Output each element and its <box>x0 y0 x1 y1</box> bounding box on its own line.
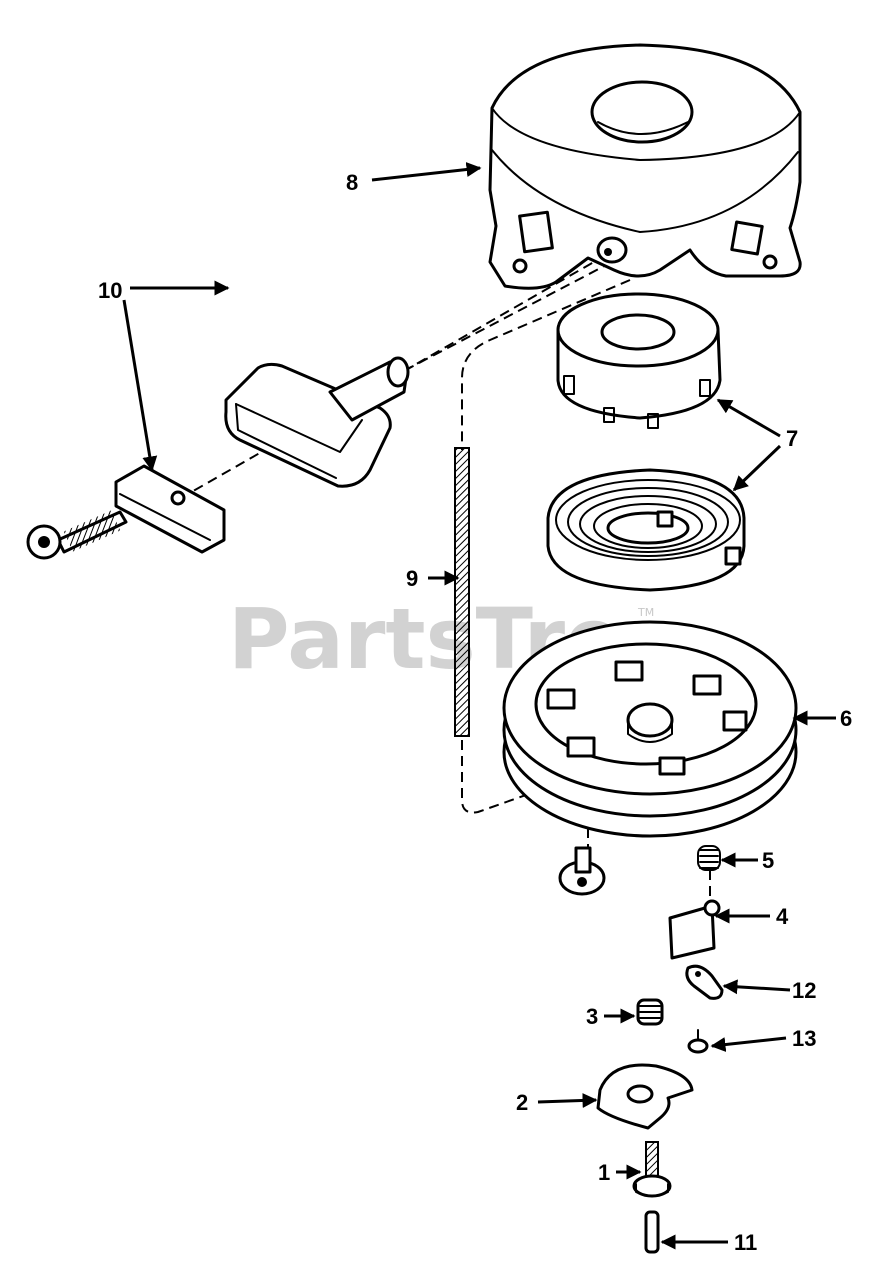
center-screw-part <box>632 1141 672 1198</box>
callout-9: 9 <box>406 566 418 591</box>
starter-housing-part <box>488 43 802 290</box>
callout-1: 1 <box>598 1160 610 1185</box>
spring-cup-part <box>556 292 722 429</box>
pawl-part <box>668 899 721 960</box>
roll-pin-part <box>644 1210 660 1254</box>
handle-screw-part <box>26 510 128 560</box>
callout-12: 12 <box>792 978 816 1003</box>
callout-leaders <box>122 162 836 1250</box>
brake-washer-part <box>596 1063 694 1130</box>
pawl-spring-part <box>697 845 721 871</box>
callout-5: 5 <box>762 848 774 873</box>
watermark-trademark: TM <box>637 606 654 619</box>
small-screw-part <box>687 1029 709 1054</box>
callout-10: 10 <box>98 278 122 303</box>
callout-13: 13 <box>792 1026 816 1051</box>
callout-8: 8 <box>346 170 358 195</box>
callout-3: 3 <box>586 1004 598 1029</box>
brake-spring-part <box>636 998 664 1026</box>
starter-handle-part <box>224 356 410 488</box>
callout-6: 6 <box>840 706 852 731</box>
handle-insert-part <box>114 464 226 554</box>
rewind-spring-part <box>546 468 746 592</box>
callout-2: 2 <box>516 1090 528 1115</box>
callout-labels: 8 10 7 9 6 5 4 12 3 13 2 1 11 <box>98 170 852 1255</box>
callout-11: 11 <box>734 1230 757 1255</box>
link-part <box>685 964 724 1000</box>
pulley-part <box>502 620 798 838</box>
callout-7: 7 <box>786 426 798 451</box>
starter-rope-part <box>454 447 470 737</box>
callout-4: 4 <box>776 904 789 929</box>
retainer-nut-part <box>558 846 606 896</box>
